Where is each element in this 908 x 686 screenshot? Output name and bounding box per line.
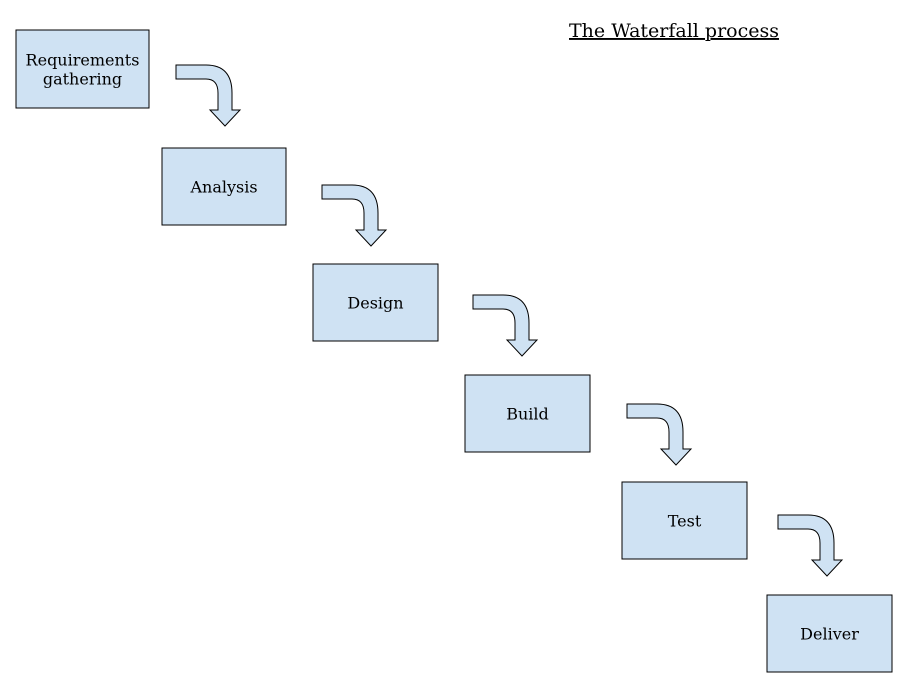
step-label: Deliver [800,625,859,644]
process-steps: RequirementsgatheringAnalysisDesignBuild… [15,29,893,673]
step-box-2: Analysis [161,147,287,226]
step-box-shape [161,147,287,226]
process-connectors [175,64,844,577]
step-label: Requirements [26,51,140,70]
step-label: Build [506,405,549,424]
step-box-shape [621,481,748,560]
step-label: Analysis [189,178,257,197]
step-label: Test [668,512,702,531]
step-box-4: Build [464,374,591,453]
step-label: Design [347,294,403,313]
step-label: gathering [43,70,122,89]
curved-arrow-down-icon [472,294,539,357]
step-box-3: Design [312,263,439,342]
curved-arrow-down-icon [175,64,242,127]
curved-arrow-down-icon [321,184,388,247]
curved-arrow-down-icon [777,514,844,577]
curved-arrow-down-icon [626,403,693,466]
step-box-shape [766,594,893,673]
step-box-6: Deliver [766,594,893,673]
step-box-shape [464,374,591,453]
diagram-title: The Waterfall process [569,20,779,42]
step-box-shape [312,263,439,342]
step-box-shape [15,29,150,109]
step-box-5: Test [621,481,748,560]
